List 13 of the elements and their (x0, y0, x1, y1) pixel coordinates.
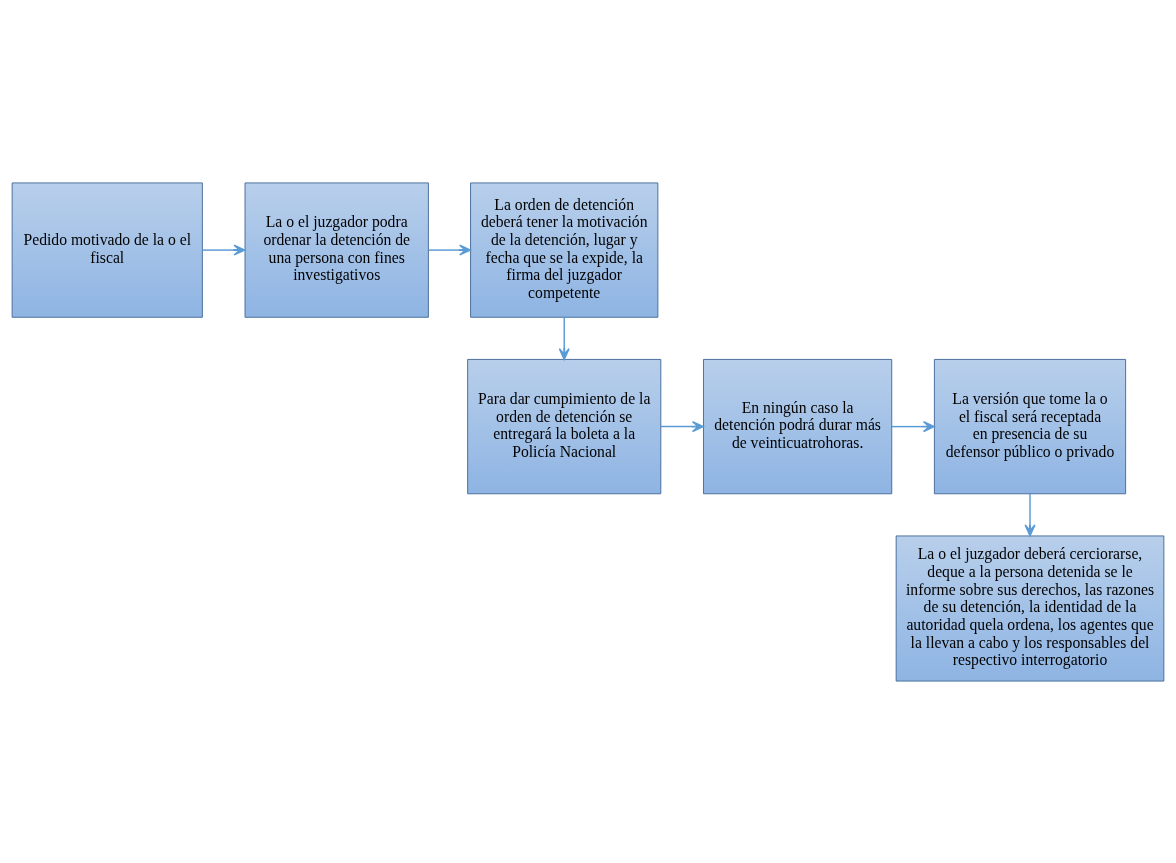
arrow (427, 244, 472, 256)
arrow (660, 420, 705, 432)
arrow (558, 316, 570, 360)
arrow (891, 420, 936, 432)
node-box: Para dar cumpimiento de la orden de detención se entregará la boleta a la Policía Nacional (467, 358, 662, 494)
node-box: La o el juzgador podra ordenar la detención de una persona con fines investigativos (244, 181, 429, 318)
node-box: Pedido motivado de la o el fiscal (11, 181, 203, 318)
node-box: La orden de detención deberá tener la motivación de la detención, lugar y fecha que se la expide, la firma del juzgador competente (470, 181, 659, 318)
arrow (201, 244, 246, 256)
arrow (1024, 492, 1036, 536)
node-box: La versión que tome la o el fiscal será receptada en presencia de su defensor público o privado (933, 358, 1127, 494)
node-box: La o el juzgador deberá cerciorarse, deque a la persona detenida se le informe sobre sus derechos, las razones de su detención, la identidad de la autoridad quela ordena, los agentes que la llevan a cabo y los responsables del respectivo interrogatorio (895, 534, 1165, 682)
node-box: En ningún caso la detención podrá durar más de veinticuatrohoras. (703, 358, 893, 494)
